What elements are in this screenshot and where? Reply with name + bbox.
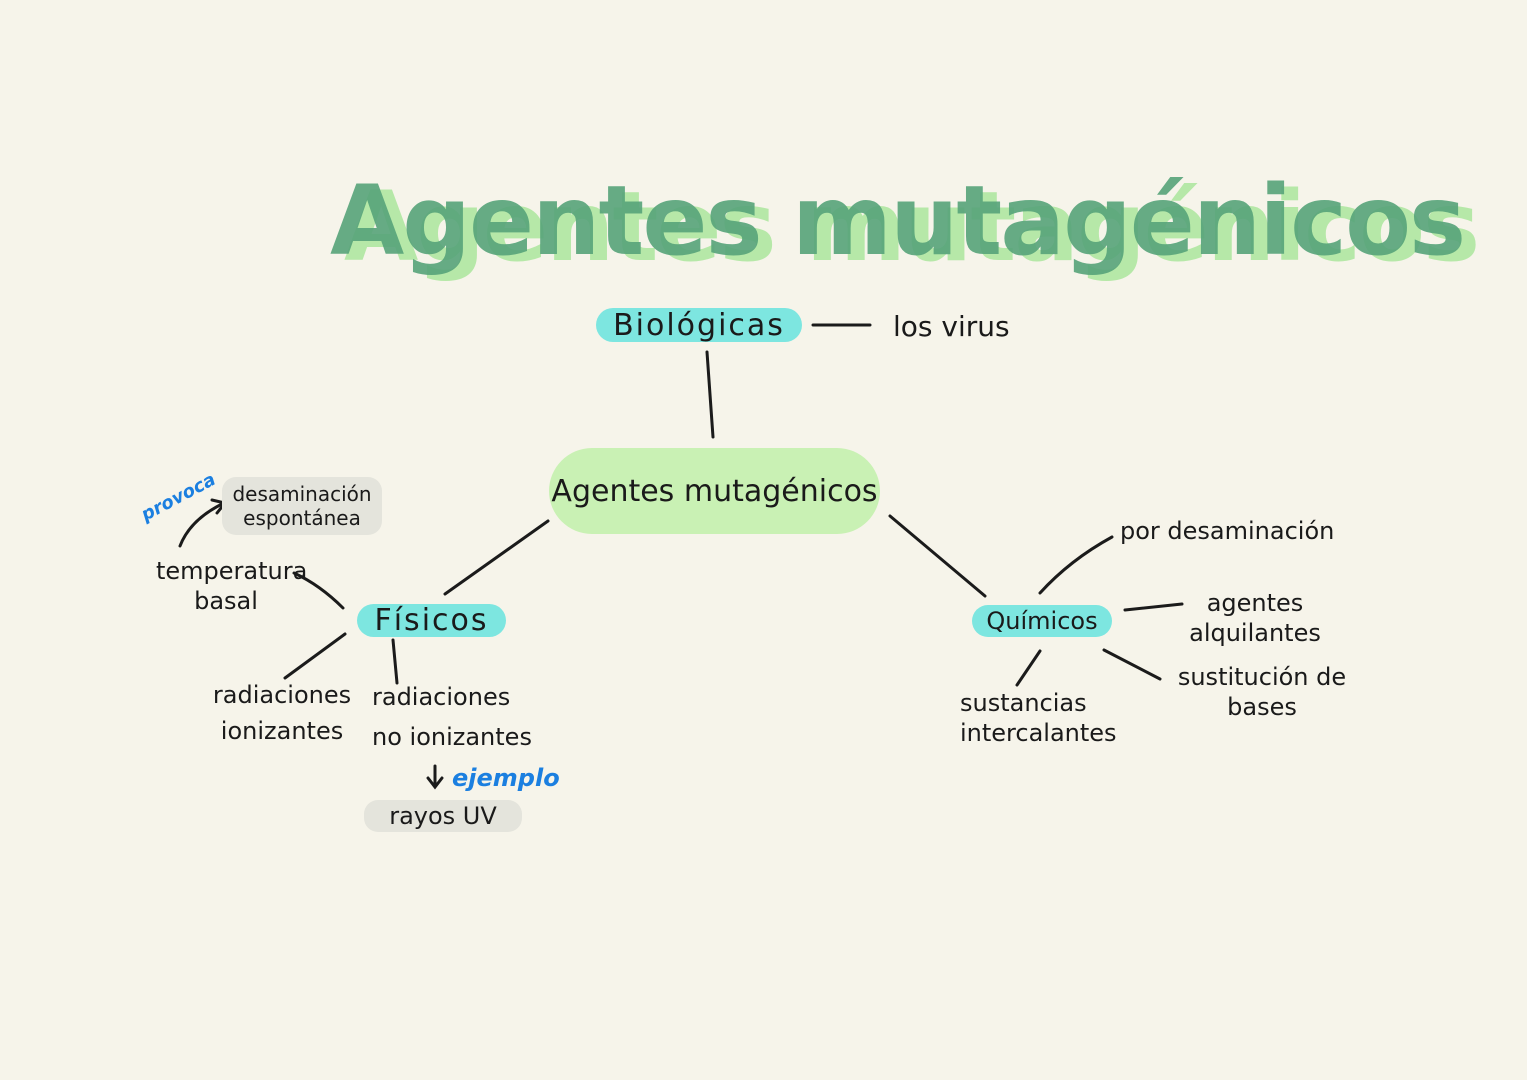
label-alquilantes-line1: agentes [1206, 589, 1304, 617]
title-text: Agentes mutagénicos [330, 165, 1466, 277]
label-desaminacion-line1: desaminación [232, 482, 372, 506]
connector-fisicos-ionizantes [283, 632, 347, 680]
label-ionizantes-line2: ionizantes [220, 717, 344, 745]
label-los-virus: los virus [893, 310, 1010, 343]
label-temperatura-line2: basal [194, 587, 258, 615]
label-intercalantes-line2: intercalantes [960, 719, 1117, 747]
connector-temperatura-desaminacion [178, 502, 224, 548]
label-ionizantes-line1: radiaciones [212, 681, 352, 709]
label-radiaciones-ionizantes: radiaciones ionizantes [212, 680, 352, 746]
label-rayos-uv: rayos UV [389, 802, 497, 830]
node-biologicas: Biológicas [596, 307, 802, 343]
label-sustitucion-line1: sustitución de [1177, 663, 1347, 691]
arrowhead-ejemplo [426, 776, 444, 790]
node-fisicos-label: Físicos [374, 603, 489, 638]
connector-biologicas-center [705, 350, 715, 439]
connector-quimicos-desaminacion [1038, 535, 1114, 595]
connector-quimicos-alquilantes [1123, 602, 1184, 612]
connector-fisicos-noionizantes [391, 638, 399, 685]
node-quimicos-label: Químicos [986, 607, 1098, 635]
label-alquilantes-line2: alquilantes [1189, 619, 1321, 647]
label-desaminacion-line2: espontánea [243, 506, 361, 530]
label-por-desaminacion: por desaminación [1120, 517, 1335, 545]
node-desaminacion-espontanea: desaminación espontánea [222, 477, 382, 535]
label-noionizantes-line1: radiaciones [372, 683, 511, 711]
label-radiaciones-no-ionizantes: radiaciones no ionizantes [372, 682, 532, 752]
label-noionizantes-line2: no ionizantes [372, 723, 532, 751]
node-center: Agentes mutagénicos [549, 448, 880, 534]
label-agentes-alquilantes: agentes alquilantes [1185, 588, 1325, 648]
connector-center-fisicos [443, 519, 550, 596]
connector-center-quimicos [888, 514, 987, 598]
node-fisicos: Físicos [357, 603, 506, 638]
label-temperatura-basal: temperatura basal [156, 556, 308, 616]
node-biologicas-label: Biológicas [613, 307, 785, 343]
label-sustancias-intercalantes: sustancias intercalantes [960, 688, 1117, 748]
label-sustitucion-line2: bases [1227, 693, 1297, 721]
label-temperatura-line1: temperatura [156, 557, 308, 585]
connector-fisicos-temperatura [292, 571, 345, 610]
connector-quimicos-intercalantes [1015, 649, 1042, 687]
label-intercalantes-line1: sustancias [960, 689, 1087, 717]
node-quimicos: Químicos [972, 605, 1112, 637]
label-sustitucion-bases: sustitución de bases [1172, 662, 1352, 722]
diagram-title: Agentes mutagénicos Agentes mutagénicos [330, 165, 1480, 285]
node-center-label: Agentes mutagénicos [551, 473, 878, 509]
title-shadow: Agentes mutagénicos [344, 171, 1480, 283]
label-ejemplo: ejemplo [452, 764, 560, 792]
connector-quimicos-sustitucion [1102, 648, 1162, 681]
node-rayos-uv: rayos UV [364, 800, 522, 832]
